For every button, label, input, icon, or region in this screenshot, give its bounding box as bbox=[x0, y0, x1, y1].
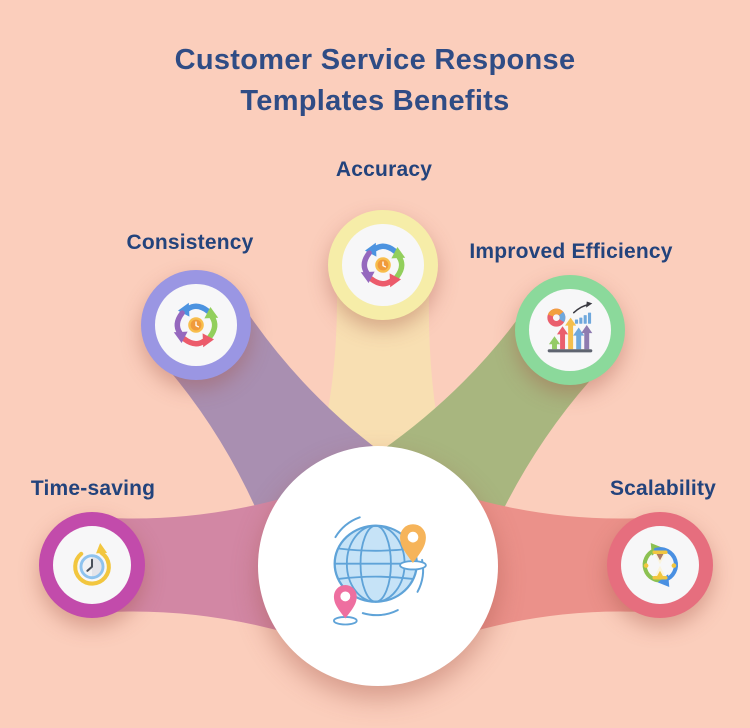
hourglass-sync-icon bbox=[642, 542, 679, 588]
node-consistency bbox=[141, 270, 251, 380]
label-accuracy: Accuracy bbox=[335, 158, 433, 181]
page-title-line1: Customer Service Response bbox=[174, 44, 576, 76]
clock-refresh-icon bbox=[73, 542, 111, 586]
node-scalability-inner bbox=[620, 525, 700, 605]
label-time-saving: Time-saving bbox=[30, 477, 156, 500]
page-title: Customer Service Response Templates Bene… bbox=[0, 40, 750, 121]
node-scalability bbox=[607, 512, 713, 618]
node-consistency-inner bbox=[155, 284, 237, 366]
node-timesaving-inner bbox=[52, 525, 132, 605]
label-scalability: Scalability bbox=[609, 477, 717, 500]
label-improved-efficiency: Improved Efficiency bbox=[469, 240, 673, 263]
node-accuracy bbox=[328, 210, 438, 320]
page-title-line2: Templates Benefits bbox=[240, 84, 510, 117]
label-consistency: Consistency bbox=[126, 231, 254, 254]
globe-location-pins-icon bbox=[333, 516, 427, 626]
cycle-arrows-clock-icon bbox=[360, 242, 406, 288]
growth-chart-icon bbox=[547, 301, 593, 353]
node-accuracy-inner bbox=[342, 224, 424, 306]
node-efficiency-inner bbox=[529, 289, 611, 371]
node-time-saving bbox=[39, 512, 145, 618]
node-improved-efficiency bbox=[515, 275, 625, 385]
cycle-arrows-clock-icon bbox=[173, 302, 219, 348]
center-hub bbox=[258, 446, 498, 686]
